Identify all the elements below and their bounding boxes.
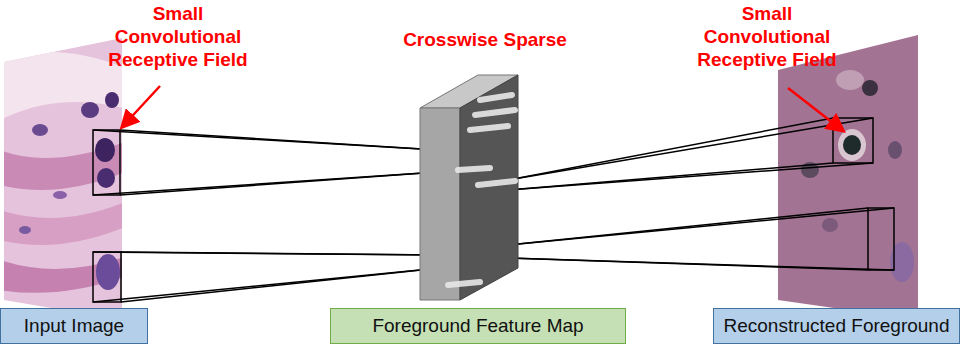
label-box: Input Image: [0, 308, 148, 344]
receptive-field: [93, 252, 121, 302]
label-box: Foreground Feature Map: [330, 308, 626, 344]
box-label: Input Image: [24, 315, 124, 337]
feature-map-block: [420, 75, 518, 300]
box-label: Foreground Feature Map: [372, 315, 583, 337]
pointer-arrow: [788, 88, 842, 130]
annotation: Small Convolutional Receptive Field: [98, 2, 258, 71]
receptive-field: [93, 130, 120, 195]
annotation: Crosswise Sparse: [385, 28, 585, 51]
box-label: Reconstructed Foreground: [723, 315, 949, 337]
receptive-field: [868, 208, 894, 270]
input-image: [0, 30, 130, 330]
pointer-arrow: [123, 86, 160, 126]
annotation: Small Convolutional Receptive Field: [687, 2, 847, 71]
reconstructed-image: [770, 30, 930, 330]
receptive-field: [833, 118, 873, 163]
label-box: Reconstructed Foreground: [713, 308, 960, 344]
